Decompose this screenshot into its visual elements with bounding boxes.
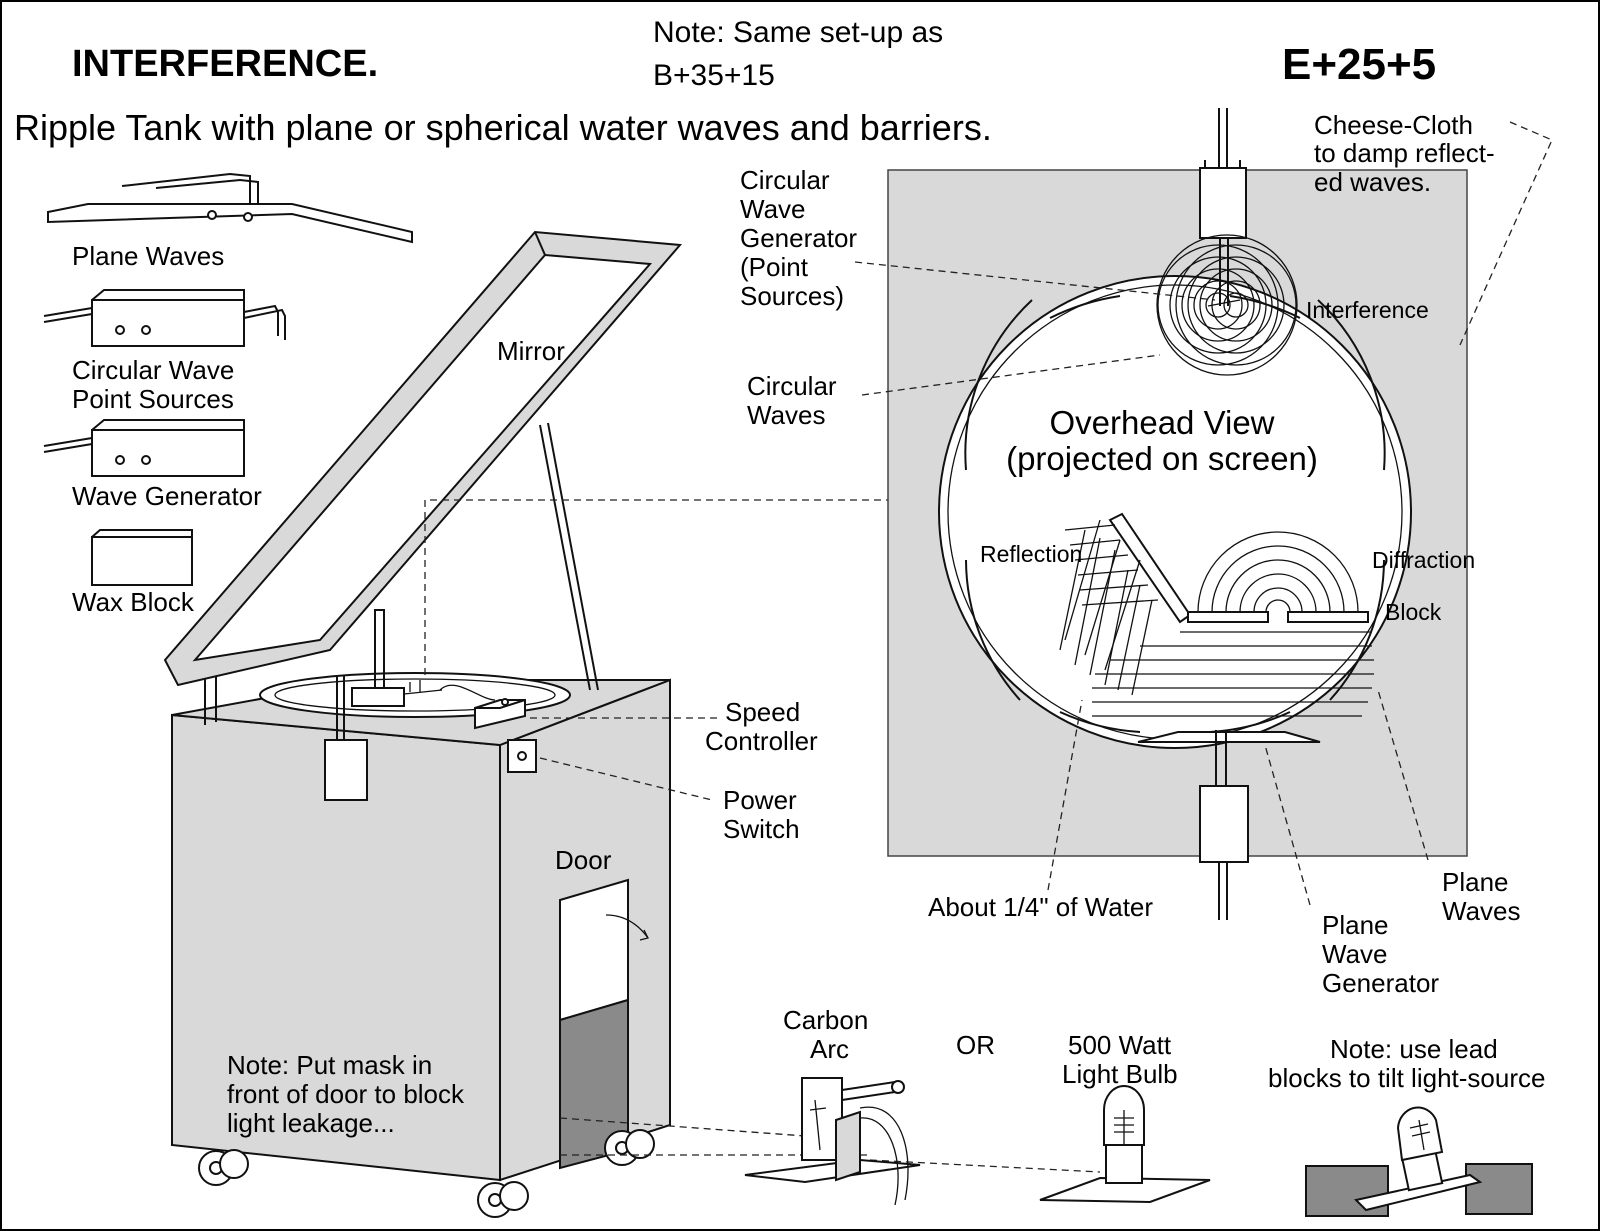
- circular-waves-label-line1: Circular: [747, 371, 837, 401]
- mask-note-line3: light leakage...: [227, 1108, 395, 1138]
- circular-wave-label-line2: Point Sources: [72, 384, 234, 414]
- setup-note-line1: Note: Same set-up as: [653, 16, 943, 49]
- overhead-view-screen: [887, 169, 1468, 857]
- wave-generator-label: Wave Generator: [72, 481, 262, 511]
- mirror-frame: [163, 230, 683, 691]
- overhead-view-title: Overhead View: [1049, 404, 1274, 441]
- pwg-label-line2: Wave: [1322, 939, 1388, 969]
- carbon-arc-label-line1: Carbon: [783, 1005, 868, 1035]
- reflection-label: Reflection: [980, 541, 1082, 567]
- cwg-pointer: [854, 261, 1216, 301]
- circular-waves-pointer: [861, 354, 1161, 396]
- lead-blocks-note-line1: Note: use lead: [1330, 1034, 1498, 1064]
- cheese-cloth-label-line3: ed waves.: [1314, 167, 1431, 197]
- speed-controller-label-line2: Controller: [705, 726, 818, 756]
- demo-code: E+25+5: [1282, 40, 1436, 89]
- cwg-label-line4: (Point: [740, 252, 809, 282]
- diagram-subtitle: Ripple Tank with plane or spherical wate…: [14, 107, 992, 148]
- diagram-title: INTERFERENCE.: [72, 43, 378, 85]
- bulb-label-line2: Light Bulb: [1062, 1059, 1178, 1089]
- wax-block-label: Wax Block: [72, 587, 195, 617]
- light-bulb-lamp: [1039, 1085, 1211, 1204]
- mirror-label: Mirror: [497, 336, 565, 366]
- plane-wave-lines: [1092, 631, 1374, 717]
- carbon-arc-label-line2: Arc: [810, 1034, 849, 1064]
- cwg-label-line2: Wave: [740, 194, 806, 224]
- interference-label: Interference: [1306, 297, 1429, 323]
- circular-wave-label-line1: Circular Wave: [72, 355, 234, 385]
- cheese-cloth-label-line1: Cheese-Cloth: [1314, 110, 1473, 140]
- power-switch-label-line2: Switch: [723, 814, 800, 844]
- speed-controller-label-line1: Speed: [725, 697, 800, 727]
- setup-note-line2: B+35+15: [653, 59, 775, 92]
- or-label: OR: [956, 1030, 995, 1060]
- block-label: Block: [1385, 599, 1442, 625]
- cwg-label-line1: Circular: [740, 165, 830, 195]
- mask-note-line2: front of door to block: [227, 1079, 465, 1109]
- overhead-view-subtitle: (projected on screen): [1006, 440, 1318, 477]
- power-switch-label-line1: Power: [723, 785, 797, 815]
- circular-point-sources-part: [43, 289, 286, 347]
- tilted-light-source: [1305, 1106, 1533, 1217]
- ripple-tank-cabinet: [171, 609, 671, 1218]
- plane-waves-overhead-label-line1: Plane: [1442, 867, 1509, 897]
- wave-generator-part: [43, 419, 245, 477]
- lead-blocks-note-line2: blocks to tilt light-source: [1268, 1063, 1545, 1093]
- power-switch-pointer: [539, 757, 713, 801]
- water-depth-pointer: [1047, 699, 1083, 891]
- mask-note-line1: Note: Put mask in: [227, 1050, 432, 1080]
- cwg-label-line3: Generator: [740, 223, 857, 253]
- cheese-cloth-label-line2: to damp reflect-: [1314, 138, 1495, 168]
- plane-wave-generator-bottom: [1137, 730, 1321, 920]
- diffraction-label: Diffraction: [1372, 547, 1475, 573]
- door-label: Door: [555, 845, 612, 875]
- plane-waves-overhead-label-line2: Waves: [1442, 896, 1521, 926]
- bulb-label-line1: 500 Watt: [1068, 1030, 1172, 1060]
- diffraction-block: [1187, 531, 1369, 623]
- pwg-label-line1: Plane: [1322, 910, 1389, 940]
- circular-wave-generator-top: [1156, 108, 1298, 376]
- cheese-cloth-pointer: [1459, 121, 1553, 346]
- wax-block-part: [91, 529, 193, 586]
- cwg-label-line5: Sources): [740, 281, 844, 311]
- circular-waves-label-line2: Waves: [747, 400, 826, 430]
- carbon-arc-lamp: [744, 1077, 921, 1206]
- plane-wave-generator-part: [47, 172, 413, 244]
- plane-waves-overhead-pointer: [1377, 689, 1429, 861]
- plane-waves-label: Plane Waves: [72, 241, 224, 271]
- pwg-label-line3: Generator: [1322, 968, 1439, 998]
- pwg-pointer: [1264, 744, 1311, 906]
- water-depth-label: About 1/4" of Water: [928, 892, 1153, 922]
